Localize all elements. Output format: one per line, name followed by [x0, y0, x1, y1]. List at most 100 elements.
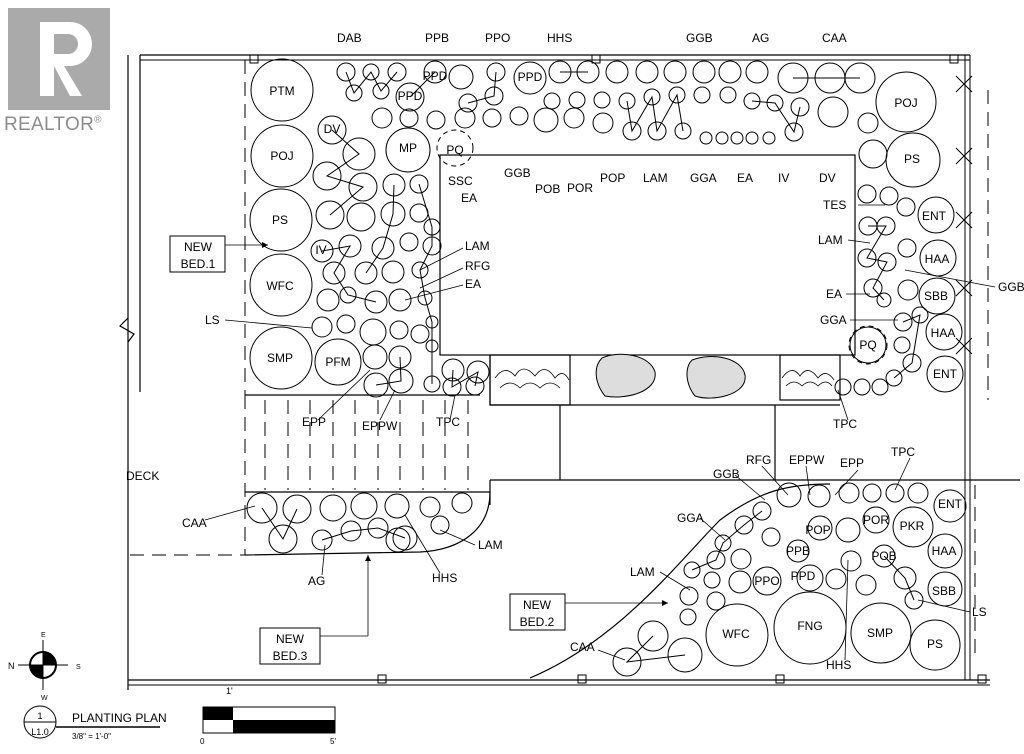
plant-circle [399, 232, 419, 252]
svg-text:TES: TES [823, 198, 846, 212]
svg-text:IV: IV [778, 171, 789, 185]
svg-text:BED.1: BED.1 [181, 257, 216, 271]
svg-text:SMP: SMP [867, 626, 893, 640]
plant-circle [858, 139, 888, 169]
plant-circle [250, 58, 314, 122]
realtor-logo [8, 8, 110, 110]
svg-text:EPP: EPP [840, 456, 864, 470]
svg-text:HAA: HAA [925, 252, 950, 266]
plant-circle [752, 566, 782, 596]
svg-text:TPC: TPC [833, 417, 857, 431]
south-label: S [76, 664, 81, 671]
svg-text:EPPW: EPPW [789, 453, 825, 467]
plant-circle [825, 568, 847, 590]
plant-connector-line [325, 129, 365, 216]
plant-circle [796, 564, 824, 592]
plant-circle [423, 60, 447, 84]
plant-circle [790, 97, 810, 117]
plant-circle [385, 127, 431, 173]
plant-circle [926, 355, 964, 393]
plant-circle [465, 376, 485, 396]
plant-circle [674, 122, 692, 140]
plant-circle [419, 496, 441, 518]
plant-circle [319, 494, 347, 522]
svg-text:PQ: PQ [446, 143, 463, 157]
plant-circle [893, 312, 913, 332]
svg-text:EPP: EPP [302, 415, 326, 429]
svg-text:GGB: GGB [713, 467, 740, 481]
svg-text:PPO: PPO [754, 574, 779, 588]
plant-circle [409, 203, 429, 223]
plant-circle [533, 107, 559, 133]
plant-circle [857, 248, 877, 268]
svg-text:POR: POR [567, 181, 593, 195]
planter-shrubs [494, 368, 835, 389]
svg-text:PKR: PKR [900, 519, 925, 533]
plant-circle [315, 200, 345, 230]
plant-circle [442, 377, 462, 397]
plant-circle [568, 91, 586, 109]
x-markers [955, 75, 973, 355]
plant-circle [643, 88, 661, 106]
plant-circle [388, 288, 412, 312]
bed-3-tag: NEW BED.3 [259, 555, 371, 665]
plant-circle [762, 131, 776, 145]
plant-circle [663, 60, 687, 84]
svg-text:ENT: ENT [922, 209, 947, 223]
plant-circle [893, 566, 917, 590]
plant-circle [339, 286, 357, 304]
plant-circle [371, 107, 393, 129]
plant-circle [593, 91, 611, 109]
plant-circle [892, 506, 934, 548]
svg-text:TPC: TPC [436, 415, 460, 429]
svg-text:EA: EA [461, 191, 477, 205]
svg-text:LAM: LAM [630, 565, 655, 579]
large-plant-labels: PTM POJ PS WFC SMP PFM DV MP PQ PPD PPD … [266, 69, 962, 651]
svg-text:AG: AG [752, 31, 769, 45]
plant-connector-line [467, 71, 497, 104]
svg-text:RFG: RFG [746, 453, 771, 467]
plant-circle [917, 196, 955, 234]
svg-text:SBB: SBB [932, 584, 956, 598]
plant-connector-line [345, 71, 398, 94]
plant-circle [776, 482, 802, 508]
plant-circle [342, 137, 376, 171]
plant-circle [395, 82, 425, 112]
svg-text:HHS: HHS [547, 31, 572, 45]
title-block: 1 L1.0 PLANTING PLAN 3/8" = 1'-0" [23, 705, 167, 741]
realtor-wordmark: REALTOR® [4, 114, 102, 135]
plant-connector-line [365, 184, 395, 274]
plant-circle [592, 112, 614, 134]
svg-text:LS: LS [972, 605, 987, 619]
plant-circle [667, 637, 703, 673]
plant-circle [909, 619, 961, 671]
plant-circle [513, 61, 547, 95]
plant-circle [862, 506, 890, 534]
svg-text:BED.3: BED.3 [273, 649, 308, 663]
svg-text:LS: LS [205, 313, 220, 327]
plant-circles [246, 58, 967, 677]
plant-circle [250, 124, 314, 188]
patio-outline [244, 154, 1020, 679]
plant-circle [635, 60, 659, 84]
plant-circle [745, 60, 769, 84]
plant-circle [458, 93, 478, 113]
svg-text:POP: POP [600, 171, 625, 185]
plant-circle [706, 550, 726, 570]
plant-circle [363, 372, 389, 398]
callout-labels: DAB PPB PPO HHS GGB AG CAA SSC EA GGB PO… [182, 31, 1024, 672]
svg-text:EA: EA [737, 171, 753, 185]
plant-connector-line [691, 510, 763, 571]
plant-circle [385, 527, 411, 553]
north-arrow: N E S W [8, 632, 81, 702]
plant-circle-dashed [436, 129, 474, 167]
plant-circle [933, 489, 967, 523]
svg-text:PS: PS [904, 152, 920, 166]
plant-circle [350, 492, 378, 520]
plant-circle [786, 539, 810, 563]
plant-connector-line [321, 527, 406, 541]
plant-circle [807, 515, 833, 541]
svg-text:GGB: GGB [686, 31, 713, 45]
plant-circle [563, 107, 585, 129]
plant-circle [876, 292, 892, 308]
